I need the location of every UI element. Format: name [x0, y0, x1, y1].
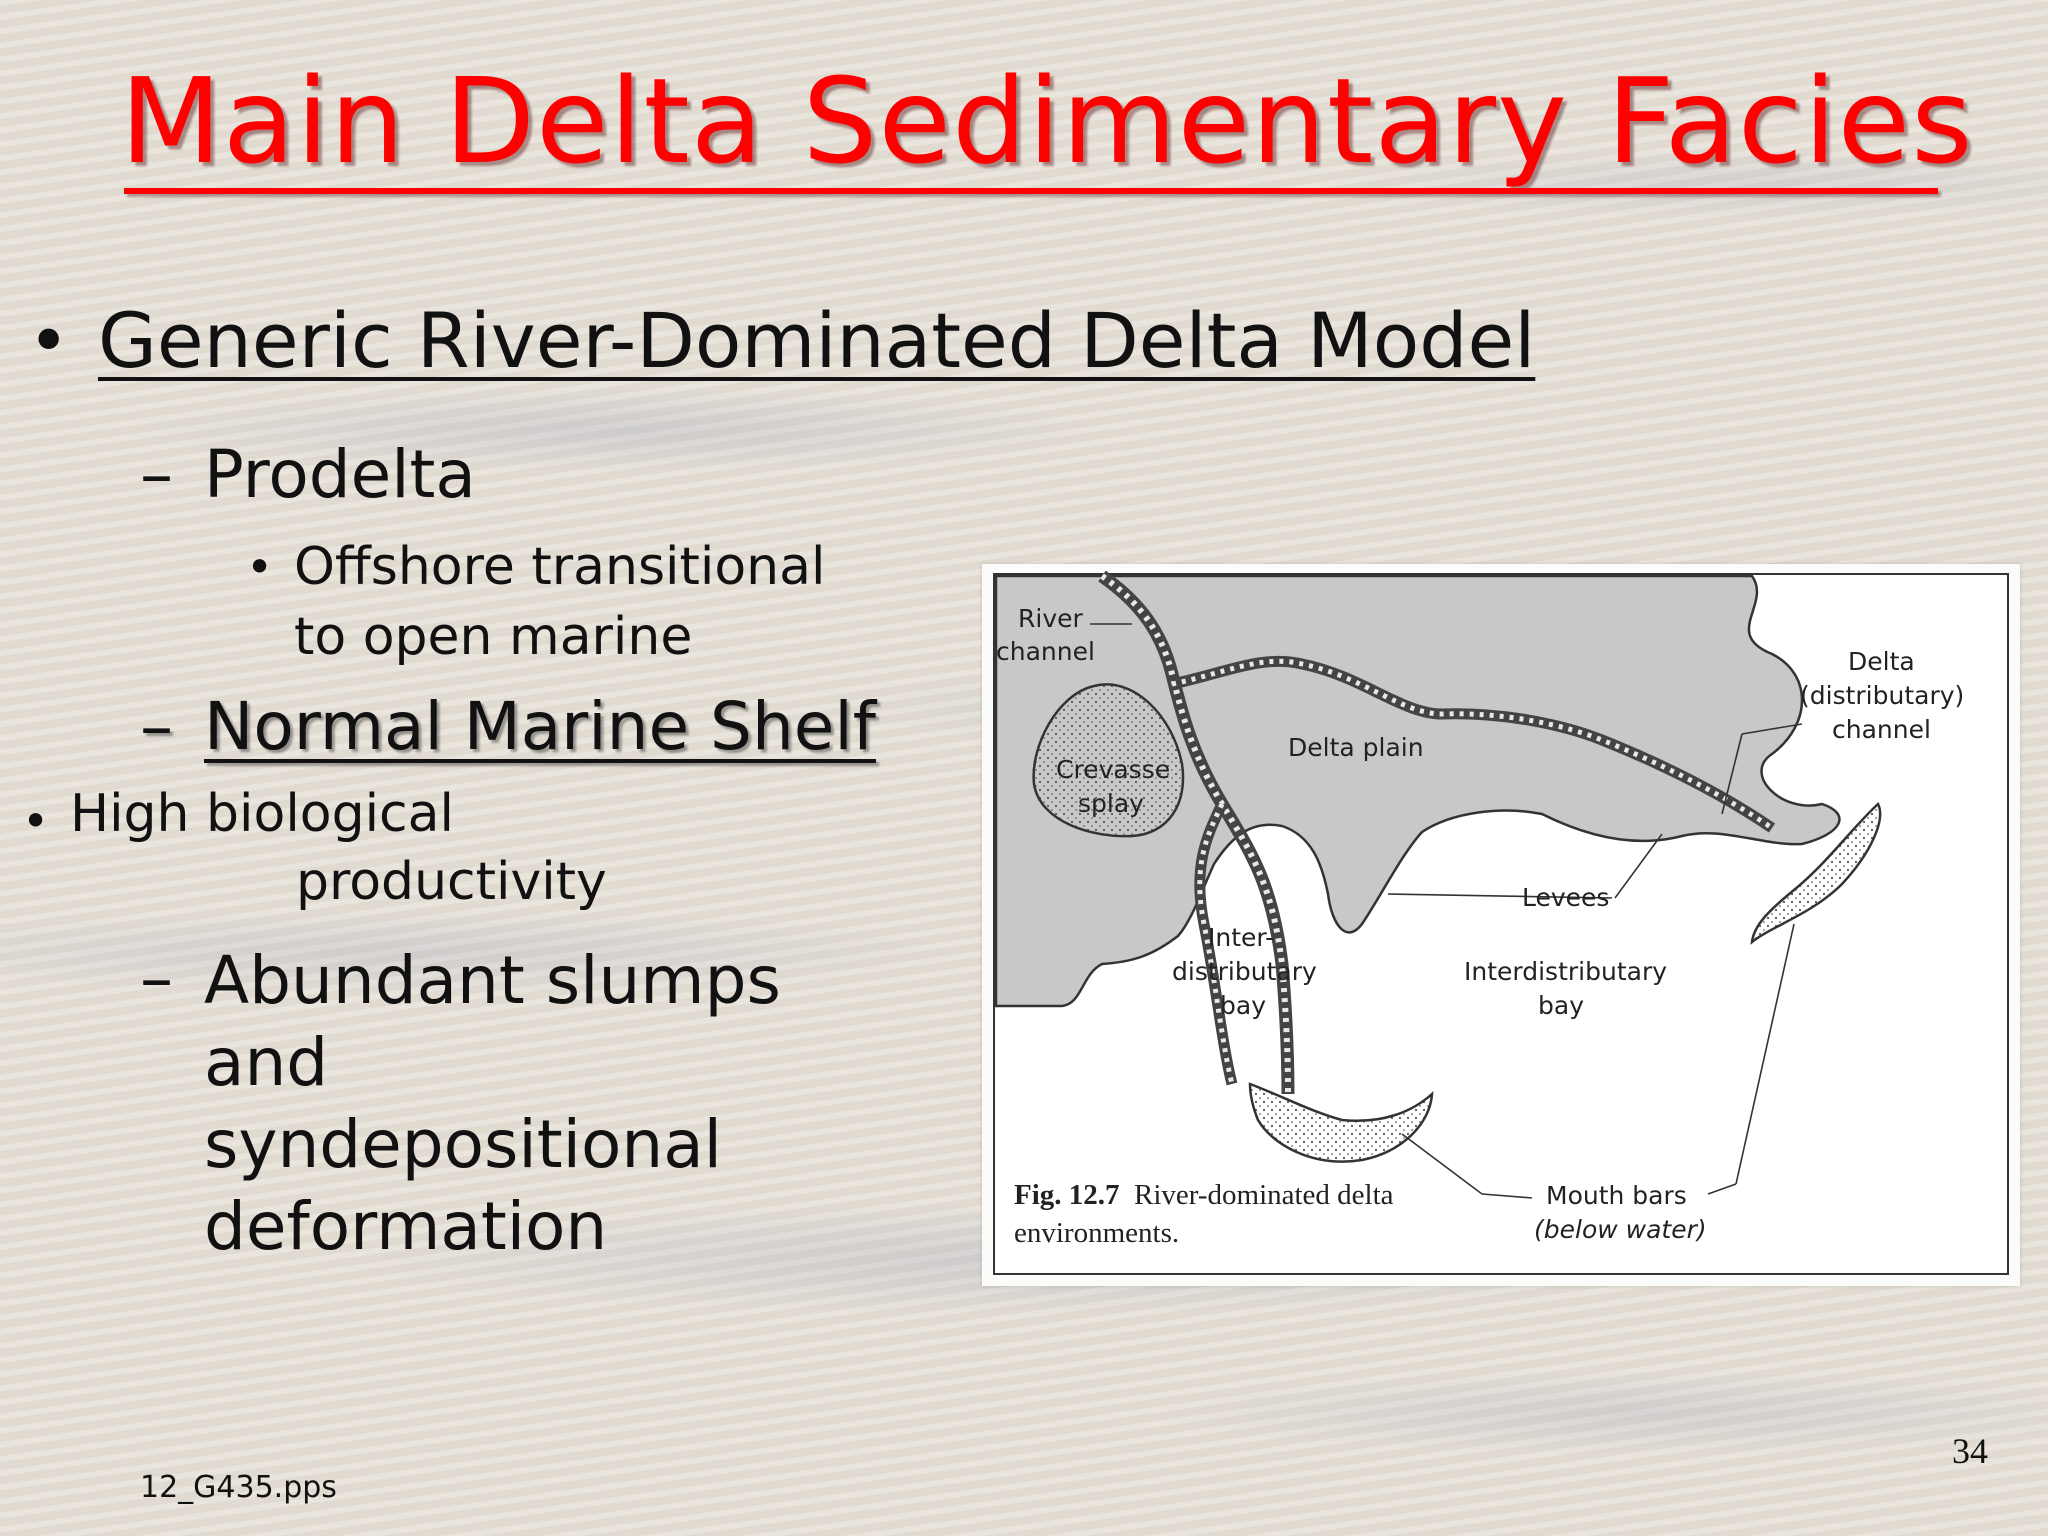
shelf-description-line2: productivity [296, 852, 607, 912]
label-delta-plain: Delta plain [1288, 733, 1424, 762]
dash-marker: – [140, 688, 173, 765]
shelf-description-line1: High biological [70, 784, 454, 844]
abundant-line3: deformation [204, 1188, 608, 1265]
dash-marker: – [140, 940, 173, 1017]
label-delta-channel-3: channel [1832, 715, 1931, 744]
label-mouth-bars-1: Mouth bars [1546, 1181, 1687, 1210]
label-crevasse-2: splay [1078, 789, 1144, 818]
label-inter-bay-1: Inter- [1208, 923, 1274, 952]
figure-caption-text: River-dominated delta [1134, 1179, 1394, 1211]
label-interdist-bay-1: Interdistributary [1464, 957, 1667, 986]
figure-caption-number: Fig. 12.7 [1014, 1179, 1120, 1211]
delta-figure: River channel Crevasse splay Delta plain… [982, 564, 2020, 1286]
prodelta-description-line2: to open marine [294, 607, 693, 667]
river-channels [1098, 570, 1776, 1095]
crevasse-splay [1032, 683, 1185, 838]
label-delta-channel-1: Delta [1848, 647, 1915, 676]
abundant-line1: Abundant slumps and [204, 942, 781, 1101]
sub-bullet-normal-marine-shelf: Normal Marine Shelf [204, 688, 876, 765]
label-river-channel-1: River [1018, 604, 1083, 633]
title-underline [124, 188, 1938, 194]
figure-caption-line2: environments. [1014, 1217, 1179, 1249]
page-number: 34 [1952, 1431, 1988, 1471]
label-interdist-bay-2: bay [1538, 991, 1584, 1020]
sub-bullet-prodelta: Prodelta [204, 436, 476, 513]
prodelta-description-line1: Offshore transitional [294, 537, 826, 597]
label-inter-bay-3: bay [1220, 991, 1266, 1020]
abundant-line2: syndepositional [204, 1106, 722, 1183]
label-crevasse-1: Crevasse [1056, 755, 1170, 784]
bullet-marker: • [246, 540, 274, 594]
label-inter-bay-2: distributary [1172, 957, 1317, 986]
mouth-bar-left [1248, 1082, 1434, 1163]
label-river-channel-2: channel [996, 637, 1095, 666]
delta-diagram: River channel Crevasse splay Delta plain… [993, 570, 2009, 1275]
mouth-bar-right [1750, 801, 1882, 945]
prodelta-description: Offshore transitional to open marine [294, 532, 825, 672]
dash-marker: – [140, 436, 173, 513]
sub-bullet-abundant-slumps: Abundant slumps and syndepositional defo… [204, 940, 904, 1268]
bullet-marker: • [28, 300, 70, 382]
bullet-main-heading: Generic River-Dominated Delta Model [98, 296, 1536, 385]
label-mouth-bars-2: (below water) [1534, 1215, 1707, 1244]
bullet-marker: • [22, 794, 50, 848]
footer-file-name: 12_G435.pps [140, 1470, 337, 1505]
leader-lines [1090, 623, 1803, 1199]
label-levees: Levees [1522, 883, 1609, 912]
slide-title: Main Delta Sedimentary Facies [120, 52, 1974, 190]
label-delta-channel-2: (distributary) [1800, 681, 1964, 710]
